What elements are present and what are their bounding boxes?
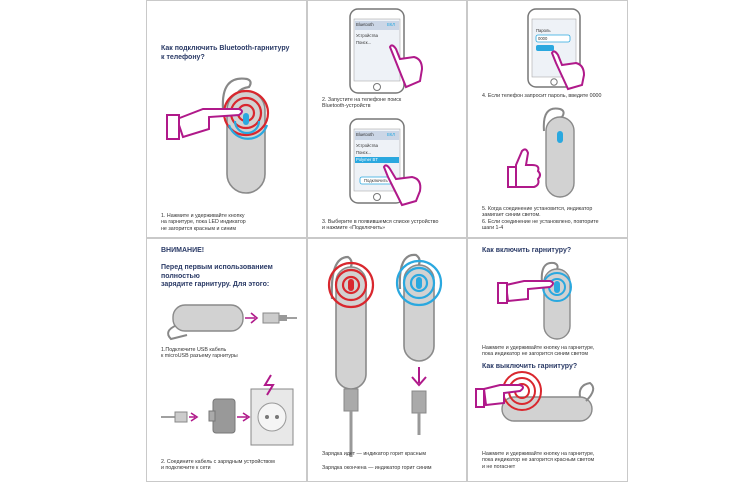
power-off-title: Как выключить гарнитуру? [482, 363, 578, 370]
phone2-header: Bluetooth [356, 132, 374, 137]
charging-headsets-illustration [327, 253, 443, 457]
charge-caption-2: 2. Соедините кабель с зарядным устройств… [161, 459, 275, 472]
step-caption-4: 4. Если телефон запросит пароль, введите… [482, 93, 602, 99]
charge-caption-1: 1.Подключите USB кабель к microUSB разъе… [161, 347, 238, 360]
power-off-caption: Нажмите и удерживайте кнопку на гарнитур… [482, 451, 595, 470]
step-caption-2: 2. Запустите на телефоне поиск Bluetooth… [322, 97, 402, 110]
warning-subtitle: Перед первым использованием полностью за… [161, 264, 273, 288]
panel-title: Как подключить Bluetooth-гарнитуру к тел… [161, 45, 290, 61]
panel-power-on-off: Как включить гарнитуру? Нажмите и удержи… [467, 238, 628, 482]
panel-pair-steps-4-6: Пароль 0000 4. Если телефон запросит пар… [467, 0, 628, 238]
charging-illustration [161, 304, 297, 446]
phone2-item-search: Поиск... [356, 150, 372, 155]
phone-password-code: 0000 [538, 36, 548, 41]
step-caption-5-6: 5. Когда соединение установится, индикат… [482, 206, 599, 232]
phone1-item-devices: Устройства [356, 33, 378, 38]
instruction-sheet: Как подключить Bluetooth-гарнитуру к тел… [146, 0, 628, 482]
power-on-title: Как включить гарнитуру? [482, 247, 572, 254]
phone1-item-search: Поиск... [356, 40, 372, 45]
phone2-toggle: ВКЛ [387, 132, 395, 137]
indicator-charging: Зарядка идет — индикатор горит красным [322, 451, 427, 457]
phone2-item-devices: Устройства [356, 143, 378, 148]
step-caption-3: 3. Выберите в появившемся списке устройс… [322, 219, 439, 232]
phone1-header: Bluetooth [356, 22, 374, 27]
phone-illustration-search [349, 8, 424, 207]
panel-charging-indicator: Зарядка идет — индикатор горит красным З… [307, 238, 467, 482]
power-illustrations [475, 261, 595, 422]
phone2-item-device: Polymer BT [356, 157, 378, 162]
headset-illustration [166, 77, 270, 194]
phone-password-label: Пароль [536, 28, 551, 33]
warning-title: ВНИМАНИЕ! [161, 247, 205, 254]
phone2-connect-button: Подключить [364, 178, 388, 183]
panel-pair-steps-2-3: Bluetooth ВКЛ Устройства Поиск... 2. Зап… [307, 0, 467, 238]
panel-charging-instructions: ВНИМАНИЕ! Перед первым использованием по… [146, 238, 307, 482]
phone-password-and-headset [507, 8, 586, 198]
indicator-charged: Зарядка окончена — индикатор горит синим [322, 465, 432, 471]
panel-pair-step1: Как подключить Bluetooth-гарнитуру к тел… [146, 0, 307, 238]
phone1-toggle: ВКЛ [387, 22, 395, 27]
power-on-caption: Нажмите и удерживайте кнопку на гарнитур… [482, 345, 595, 358]
step-caption: 1. Нажмите и удерживайте кнопку на гарни… [161, 213, 246, 232]
